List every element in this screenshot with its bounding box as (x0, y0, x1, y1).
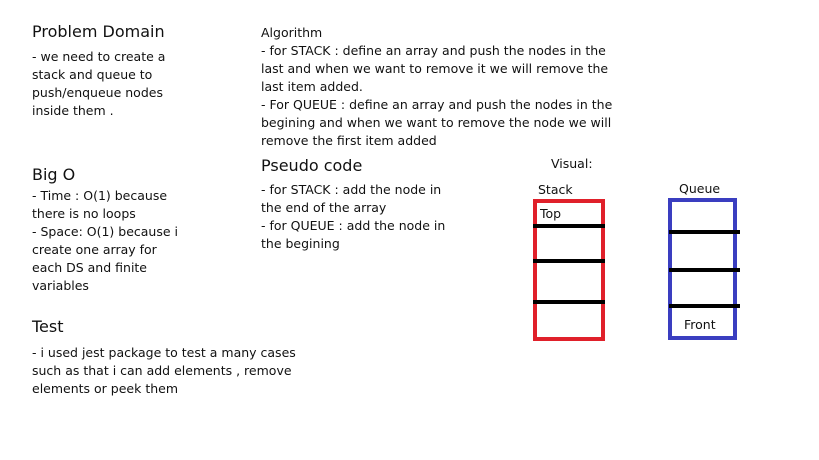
stack-top-label: Top (540, 206, 562, 221)
test-line: such as that i can add elements , remove (32, 363, 292, 378)
big-o-line: - Time : O(1) because (32, 188, 168, 203)
problem-domain-line: stack and queue to (32, 67, 153, 82)
test-text: - i used jest package to test a many cas… (32, 344, 296, 398)
algorithm-line: remove the first item added (261, 133, 437, 148)
pseudo-code-text: - for STACK : add the node in the end of… (261, 181, 445, 253)
test-line: elements or peek them (32, 381, 179, 396)
big-o-line: variables (32, 278, 89, 293)
visual-label: Visual: (551, 156, 593, 171)
test-line: - i used jest package to test a many cas… (32, 345, 296, 360)
queue-drawing (668, 198, 740, 340)
stack-box (533, 199, 605, 341)
pseudo-code-line: - for QUEUE : add the node in (261, 218, 446, 233)
big-o-line: there is no loops (32, 206, 136, 221)
big-o-line: each DS and finite (32, 260, 148, 275)
big-o-text: - Time : O(1) because there is no loops … (32, 187, 178, 295)
algorithm-line: - for STACK : define an array and push t… (261, 43, 606, 58)
problem-domain-line: push/enqueue nodes (32, 85, 163, 100)
algorithm-heading: Algorithm (261, 25, 323, 40)
algorithm-line: last item added. (261, 79, 363, 94)
queue-front-label: Front (684, 317, 716, 332)
stack-label: Stack (538, 182, 573, 197)
big-o-heading: Big O (32, 165, 76, 184)
problem-domain-heading: Problem Domain (32, 22, 165, 41)
pseudo-code-heading: Pseudo code (261, 156, 363, 175)
stack-drawing (533, 199, 605, 341)
queue-label: Queue (679, 181, 721, 196)
pseudo-code-line: the begining (261, 236, 340, 251)
big-o-line: create one array for (32, 242, 157, 257)
pseudo-code-line: the end of the array (261, 200, 387, 215)
problem-domain-line: inside them . (32, 103, 114, 118)
algorithm-text: - for STACK : define an array and push t… (261, 42, 612, 150)
algorithm-line: begining and when we want to remove the … (261, 115, 612, 130)
big-o-line: - Space: O(1) because i (32, 224, 179, 239)
pseudo-code-line: - for STACK : add the node in (261, 182, 442, 197)
test-heading: Test (32, 317, 64, 336)
problem-domain-line: - we need to create a (32, 49, 166, 64)
algorithm-line: last and when we want to remove it we wi… (261, 61, 609, 76)
algorithm-line: - For QUEUE : define an array and push t… (261, 97, 613, 112)
problem-domain-text: - we need to create a stack and queue to… (32, 48, 165, 120)
